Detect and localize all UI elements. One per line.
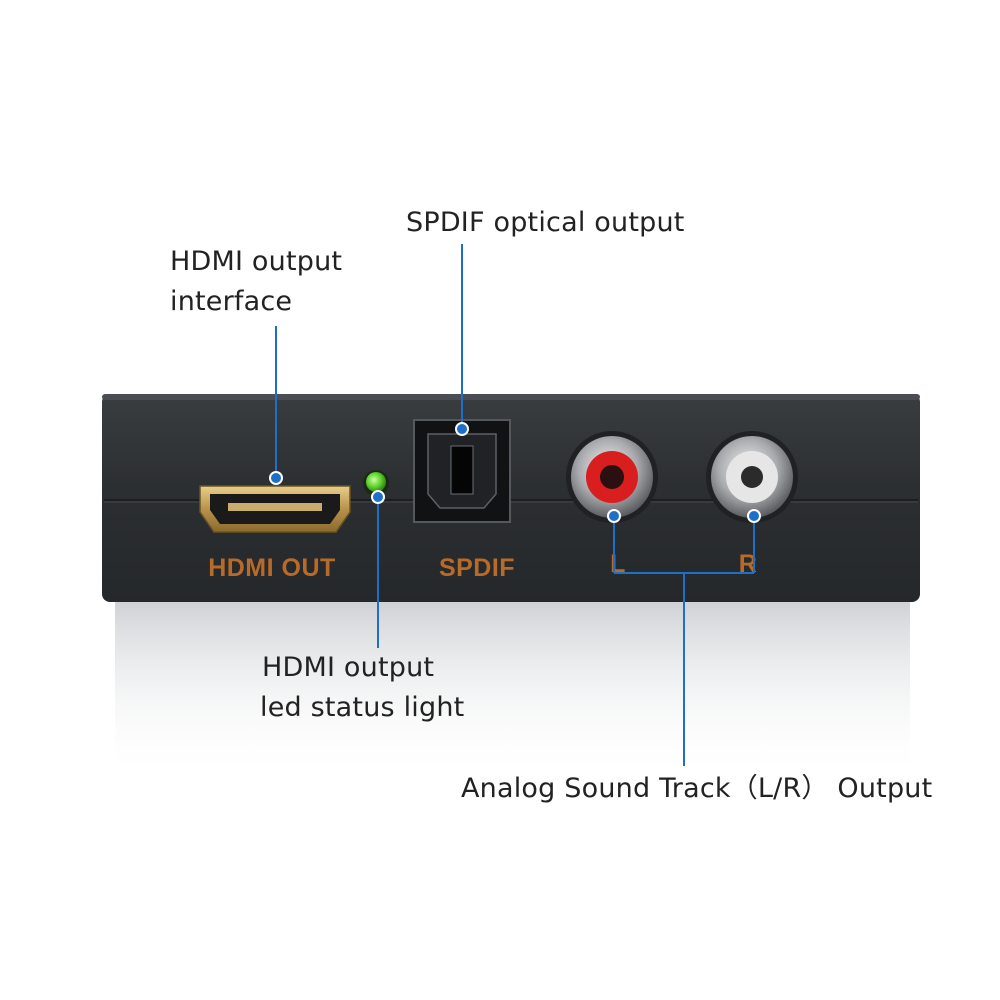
spdif-label: SPDIF	[439, 554, 515, 582]
led-light-icon	[363, 470, 389, 496]
led-leader-dot	[371, 490, 385, 504]
device-shadow	[115, 600, 910, 780]
leader-lines	[269, 244, 761, 766]
optical-port-icon	[413, 419, 511, 523]
hdmi-output-callout-line2: interface	[170, 286, 293, 317]
analog-right-dot	[747, 509, 761, 523]
hdmi-output-callout: HDMI output interface	[170, 242, 342, 322]
hdmi-port-icon	[199, 485, 351, 533]
spdif-output-callout: SPDIF optical output	[406, 203, 685, 243]
hdmi-leader-dot	[269, 471, 283, 485]
spdif-leader-dot	[455, 422, 469, 436]
led-status-callout: HDMI output led status light	[260, 648, 464, 728]
spdif-output-callout-line1: SPDIF optical output	[406, 207, 685, 238]
rca-left-icon	[566, 431, 658, 523]
analog-output-callout-line1: Analog Sound Track（L/R） Output	[461, 773, 933, 804]
led-status-callout-line1: HDMI output	[262, 652, 435, 683]
right-channel-label: R	[739, 550, 758, 578]
hdmi-output-callout-line1: HDMI output	[170, 246, 343, 277]
analog-left-dot	[607, 509, 621, 523]
analog-output-callout: Analog Sound Track（L/R） Output	[461, 769, 932, 809]
rca-right-icon	[706, 431, 798, 523]
led-status-callout-line2: led status light	[260, 692, 465, 723]
hdmi-out-label: HDMI OUT	[208, 554, 336, 582]
